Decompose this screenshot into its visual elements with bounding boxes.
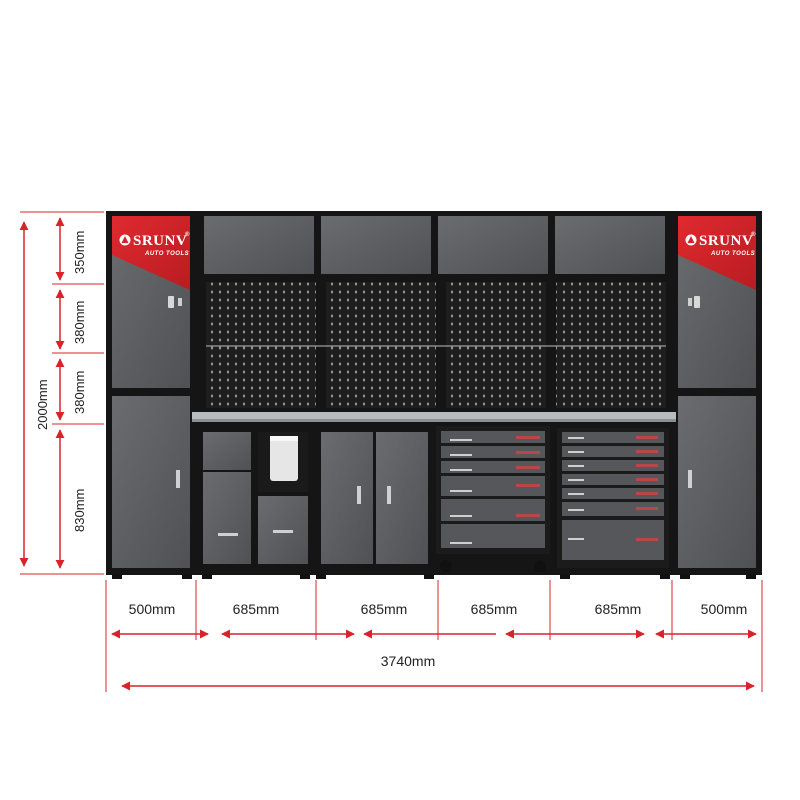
- cabinet-system: SRUNV ® AUTO TOOLS SRUNV ® A: [106, 211, 762, 579]
- wall-cabinet-door-4[interactable]: [555, 216, 665, 274]
- total-height-label: 2000mm: [35, 379, 50, 430]
- total-width-label: 3740mm: [381, 653, 435, 669]
- pegboard-panel-3: [446, 282, 546, 408]
- module1-right-handle[interactable]: [273, 530, 293, 533]
- right-upper-handle[interactable]: [688, 298, 692, 306]
- stack-drawer-3[interactable]: [562, 460, 664, 471]
- right-cabinet-width-label: 500mm: [701, 601, 748, 617]
- upper-wall-cabinets: [196, 211, 672, 279]
- pegboard-panel-4: [556, 282, 666, 408]
- module1-left-handle[interactable]: [218, 533, 238, 536]
- segment-4-label: 830mm: [72, 489, 87, 532]
- base-units: [196, 422, 672, 579]
- base-module-3-tool-cart: [436, 426, 550, 572]
- stack-drawer-1[interactable]: [562, 432, 664, 443]
- module2-right-door[interactable]: [376, 432, 428, 564]
- module-2-width-label: 685mm: [361, 601, 408, 617]
- left-tall-cabinet: SRUNV ® AUTO TOOLS: [106, 211, 196, 579]
- pegboard-panel-2: [326, 282, 436, 408]
- module1-top-drawer[interactable]: [203, 432, 251, 470]
- vertical-dimensions: 2000mm 350mm 380mm 380mm 830mm: [19, 211, 104, 575]
- module2-left-handle[interactable]: [357, 486, 361, 504]
- pegboard-panel-1: [206, 282, 316, 408]
- left-lower-handle[interactable]: [176, 470, 180, 488]
- brand-tagline: AUTO TOOLS: [144, 251, 189, 257]
- registered-mark: ®: [751, 231, 756, 238]
- segment-1-label: 350mm: [72, 231, 87, 274]
- right-lock-icon[interactable]: [694, 296, 700, 308]
- brand-name: SRUNV: [133, 233, 187, 249]
- wall-cabinet-door-2[interactable]: [321, 216, 431, 274]
- cart-drawer-6[interactable]: [441, 524, 545, 548]
- stack-drawer-2[interactable]: [562, 446, 664, 457]
- stack-drawer-4[interactable]: [562, 474, 664, 485]
- right-lower-handle[interactable]: [688, 470, 692, 488]
- module-4-width-label: 685mm: [595, 601, 642, 617]
- horizontal-dimensions: 500mm 685mm 685mm 685mm 685mm 500mm 3740…: [105, 580, 763, 692]
- stack-drawer-5[interactable]: [562, 488, 664, 499]
- right-brand-panel: [678, 216, 756, 290]
- cart-drawer-5[interactable]: [441, 499, 545, 521]
- left-brand-logo: SRUNV ® AUTO TOOLS: [119, 231, 190, 257]
- module1-left-door[interactable]: [203, 472, 251, 564]
- pegboard-wall: [196, 279, 672, 413]
- brand-name: SRUNV: [699, 233, 753, 249]
- module-1-width-label: 685mm: [233, 601, 280, 617]
- module2-left-door[interactable]: [321, 432, 373, 564]
- left-brand-panel: [112, 216, 190, 290]
- wall-cabinet-door-3[interactable]: [438, 216, 548, 274]
- segment-3-label: 380mm: [72, 371, 87, 414]
- segment-2-label: 380mm: [72, 301, 87, 344]
- left-upper-handle[interactable]: [178, 298, 182, 306]
- module2-right-handle[interactable]: [387, 486, 391, 504]
- brand-tagline: AUTO TOOLS: [710, 251, 755, 257]
- paper-roll: [270, 436, 298, 481]
- right-brand-logo: SRUNV ® AUTO TOOLS: [685, 231, 756, 257]
- module-3-width-label: 685mm: [471, 601, 518, 617]
- wall-cabinet-door-1[interactable]: [204, 216, 314, 274]
- right-tall-cabinet: SRUNV ® AUTO TOOLS: [672, 211, 762, 579]
- registered-mark: ®: [185, 231, 190, 238]
- base-module-1: [203, 432, 308, 564]
- left-lock-icon[interactable]: [168, 296, 174, 308]
- stack-drawer-6[interactable]: [562, 502, 664, 516]
- left-cabinet-width-label: 500mm: [129, 601, 176, 617]
- worktop: [192, 412, 676, 421]
- base-module-4: [557, 428, 669, 568]
- base-module-2: [321, 432, 428, 564]
- cart-wheel-right: [534, 560, 546, 572]
- cart-wheel-left: [440, 560, 452, 572]
